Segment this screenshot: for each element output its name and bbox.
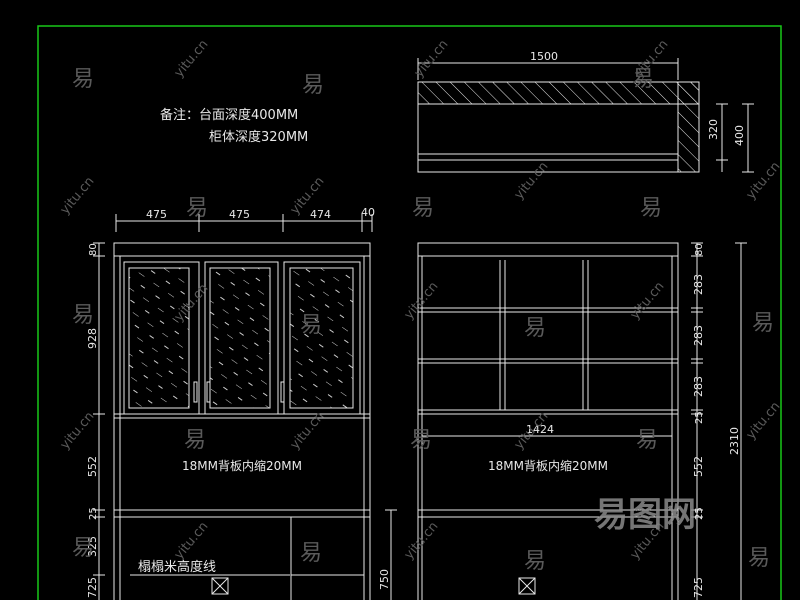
left-elevation (93, 214, 397, 600)
right-side-dim-1: 80 (694, 243, 705, 256)
right-total-height-dim: 2310 (728, 427, 741, 455)
watermark-site: yitu.cn (172, 37, 212, 80)
watermark-glyph: 易 (300, 541, 322, 566)
watermark-site: yitu.cn (172, 519, 212, 562)
watermark-glyph: 易 (300, 313, 322, 338)
left-side-dim-6: 725 (86, 577, 99, 598)
drawing-frame (37, 25, 782, 600)
watermark-site: yitu.cn (628, 279, 668, 322)
note-line-1: 备注：台面深度400MM (160, 107, 298, 123)
right-elevation (417, 242, 747, 600)
right-side-dim-4: 283 (692, 376, 705, 397)
watermark-glyph: 易 (752, 311, 774, 336)
right-side-dim-6: 552 (692, 456, 705, 477)
watermark-site: yitu.cn (288, 409, 328, 452)
watermark-site: yitu.cn (744, 399, 784, 442)
watermark-glyph: 易 (412, 196, 434, 221)
right-side-dim-2: 283 (692, 274, 705, 295)
watermark-glyph: 易 (72, 67, 94, 92)
tatami-height-line-label: 榻榻米高度线 (138, 559, 216, 575)
watermark-logo: 易图网 (594, 495, 696, 535)
watermark-glyph: 易 (632, 67, 654, 92)
right-back-panel-note: 18MM背板内缩20MM (488, 458, 608, 473)
watermark-glyph: 易 (72, 536, 94, 561)
watermark-glyph: 易 (302, 73, 324, 98)
watermark-glyph: 易 (184, 428, 206, 453)
left-top-dim-3: 474 (310, 208, 331, 221)
left-top-dim-2: 475 (229, 208, 250, 221)
plan-depth-inner-dim: 320 (707, 119, 720, 140)
note-line-2: 柜体深度320MM (209, 129, 308, 145)
watermark-glyph: 易 (410, 428, 432, 453)
right-inner-width-dim: 1424 (526, 423, 554, 436)
watermark-site: yitu.cn (58, 174, 98, 217)
watermark-glyph: 易 (186, 196, 208, 221)
watermark-site: yitu.cn (512, 159, 552, 202)
right-side-dim-7: 25 (694, 507, 705, 520)
right-side-dim-3: 283 (692, 325, 705, 346)
plan-width-dim: 1500 (530, 50, 558, 63)
left-back-panel-note: 18MM背板内缩20MM (182, 458, 302, 473)
left-top-dim-4: 40 (361, 206, 375, 219)
watermark-site: yitu.cn (58, 409, 98, 452)
left-side-dim-3: 552 (86, 456, 99, 477)
watermark-glyph: 易 (524, 549, 546, 574)
left-side-dim-2: 928 (86, 328, 99, 349)
watermark-glyph: 易 (72, 303, 94, 328)
watermark-glyph: 易 (748, 546, 770, 571)
plan-depth-total-dim: 400 (733, 125, 746, 146)
left-side-dim-1: 80 (88, 243, 99, 256)
left-right-dim: 750 (378, 569, 391, 590)
watermark-glyph: 易 (636, 428, 658, 453)
plan-view (417, 58, 754, 173)
left-top-dim-1: 475 (146, 208, 167, 221)
right-side-dim-5: 25 (694, 411, 705, 424)
watermark-glyph: 易 (640, 196, 662, 221)
watermark-site: yitu.cn (744, 159, 784, 202)
left-side-dim-4: 25 (88, 507, 99, 520)
left-side-dim-5: 325 (86, 536, 99, 557)
watermark-glyph: 易 (524, 316, 546, 341)
right-side-dim-8: 725 (692, 577, 705, 598)
